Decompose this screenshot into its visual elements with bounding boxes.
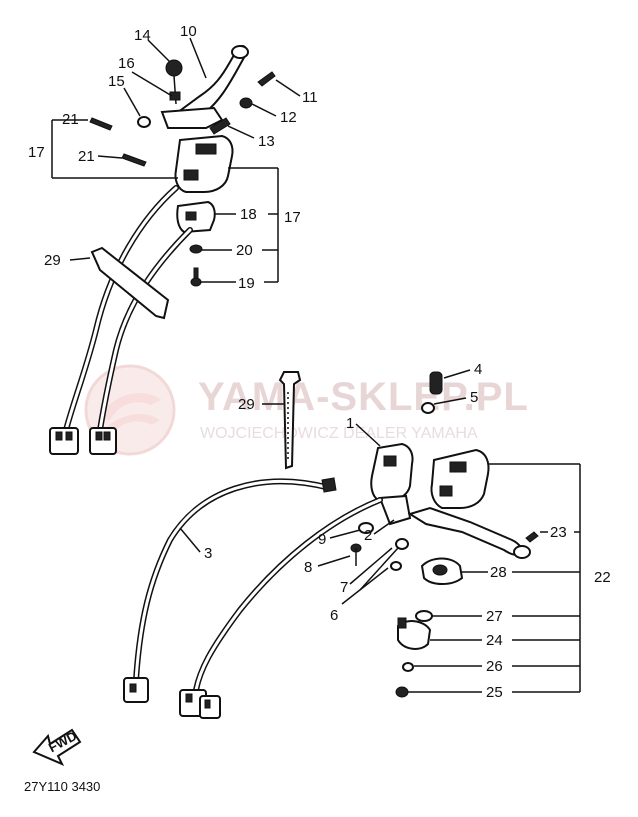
callout-19: 19 (238, 275, 255, 292)
nut-12 (239, 97, 253, 109)
drawing-code: 27Y110 3430 (24, 779, 100, 794)
lever-bracket-right (378, 494, 412, 526)
callout-7: 7 (340, 579, 348, 596)
callout-17-left: 17 (28, 144, 45, 161)
lever-bracket (160, 106, 224, 129)
callout-25: 25 (486, 684, 503, 701)
lower-switch-tab (185, 211, 197, 221)
screw-11 (257, 71, 276, 87)
leaders-lower (179, 369, 581, 693)
bolt-13 (209, 117, 231, 135)
callout-10: 10 (180, 23, 197, 40)
part-25 (395, 686, 409, 698)
part-26 (402, 662, 414, 672)
master-cylinder-body (370, 442, 414, 501)
watermark-subtitle: WOJCIECHOWICZ DEALER YAMAHA (200, 425, 478, 442)
callout-3: 3 (204, 545, 212, 562)
callout-15: 15 (108, 73, 125, 90)
callout-5: 5 (470, 389, 478, 406)
switch-button (195, 143, 217, 155)
fwd-arrow: FWD (32, 728, 82, 766)
callout-20: 20 (236, 242, 253, 259)
watermark-brand: YAMA-SKLEP.PL (198, 375, 529, 419)
callout-12: 12 (280, 109, 297, 126)
callout-29-lower: 29 (238, 396, 255, 413)
callout-2: 2 (364, 527, 372, 544)
callout-17-right: 17 (284, 209, 301, 226)
right-switch-assembly (123, 371, 539, 719)
callout-22: 22 (594, 569, 611, 586)
reservoir-cap (429, 371, 443, 395)
adjuster-nut (169, 91, 181, 101)
callout-28: 28 (490, 564, 507, 581)
callout-24: 24 (486, 632, 503, 649)
callout-18: 18 (240, 206, 257, 223)
lever-tip (231, 45, 249, 59)
bolt-23 (525, 531, 539, 543)
screw-21-upper (89, 117, 113, 131)
callout-26: 26 (486, 658, 503, 675)
callout-27: 27 (486, 608, 503, 625)
washer-5 (421, 402, 435, 414)
cable-clamp-lower (278, 371, 302, 470)
screw-21-lower (121, 153, 147, 167)
callout-6: 6 (330, 607, 338, 624)
callout-14: 14 (134, 27, 151, 44)
brake-lever (407, 506, 523, 556)
connector-left-b (89, 427, 117, 455)
callout-11: 11 (302, 89, 318, 106)
connector-left-a (49, 427, 79, 455)
part-27 (415, 610, 433, 622)
right-switch-housing (430, 448, 490, 509)
callout-23: 23 (550, 524, 567, 541)
washer-15 (137, 116, 151, 128)
callout-8: 8 (304, 559, 312, 576)
callouts: 14 10 16 15 11 12 13 21 17 21 18 17 20 1… (28, 23, 611, 701)
callout-21-lower: 21 (78, 148, 95, 165)
callout-16: 16 (118, 55, 135, 72)
leaders-upper (51, 37, 301, 283)
part-7 (395, 538, 409, 550)
callout-9: 9 (318, 531, 326, 548)
pin-6 (359, 547, 399, 591)
callout-13: 13 (258, 133, 275, 150)
cable-clamp-upper (90, 246, 170, 320)
nut-20 (189, 244, 203, 254)
part-6-ring (390, 561, 402, 571)
brake-lever-tip (513, 545, 531, 559)
callout-1: 1 (346, 415, 354, 432)
watermark: YAMA-SKLEP.PL WOJCIECHOWICZ DEALER YAMAH… (84, 364, 529, 456)
switch-toggle (183, 169, 199, 181)
screw-19-head (190, 277, 202, 287)
throttle-cable-3 (133, 478, 333, 683)
callout-4: 4 (474, 361, 482, 378)
washer-9 (358, 522, 374, 534)
adjuster-knob (165, 59, 183, 77)
callout-29-upper: 29 (44, 252, 61, 269)
callout-21-upper: 21 (62, 111, 79, 128)
left-switch-assembly (49, 45, 276, 455)
